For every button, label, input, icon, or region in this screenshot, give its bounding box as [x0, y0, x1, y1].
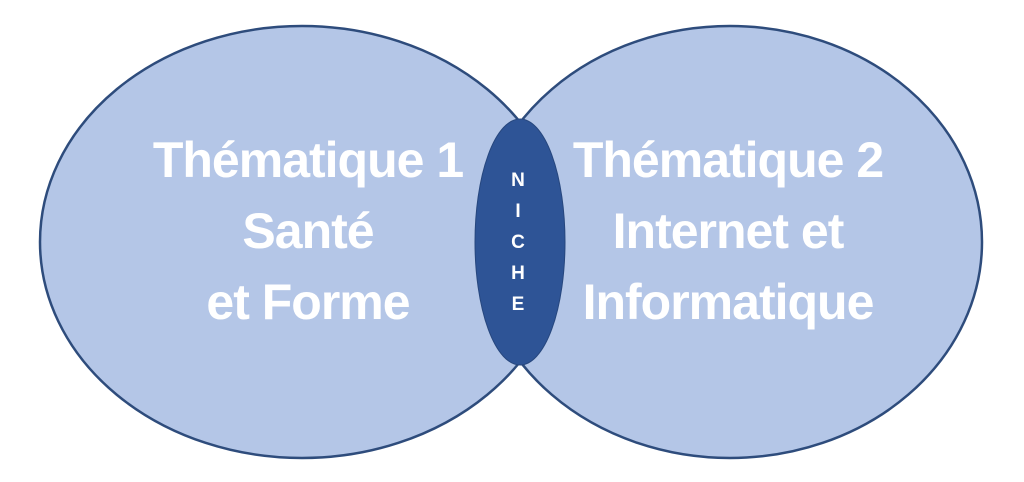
niche-letter-e: E	[512, 294, 525, 315]
niche-letter-h: H	[511, 263, 525, 284]
right-circle-line-1: Thématique 2	[573, 132, 883, 188]
right-circle-line-2: Internet et	[613, 203, 845, 259]
niche-letter-c: C	[511, 232, 525, 253]
niche-ellipse	[474, 118, 566, 366]
niche-letter-n: N	[511, 170, 525, 191]
left-circle-line-1: Thématique 1	[153, 132, 463, 188]
left-circle-line-3: et Forme	[206, 274, 409, 330]
right-circle-line-3: Informatique	[583, 274, 874, 330]
left-circle-line-2: Santé	[242, 203, 373, 259]
niche-letter-i: I	[515, 201, 520, 222]
